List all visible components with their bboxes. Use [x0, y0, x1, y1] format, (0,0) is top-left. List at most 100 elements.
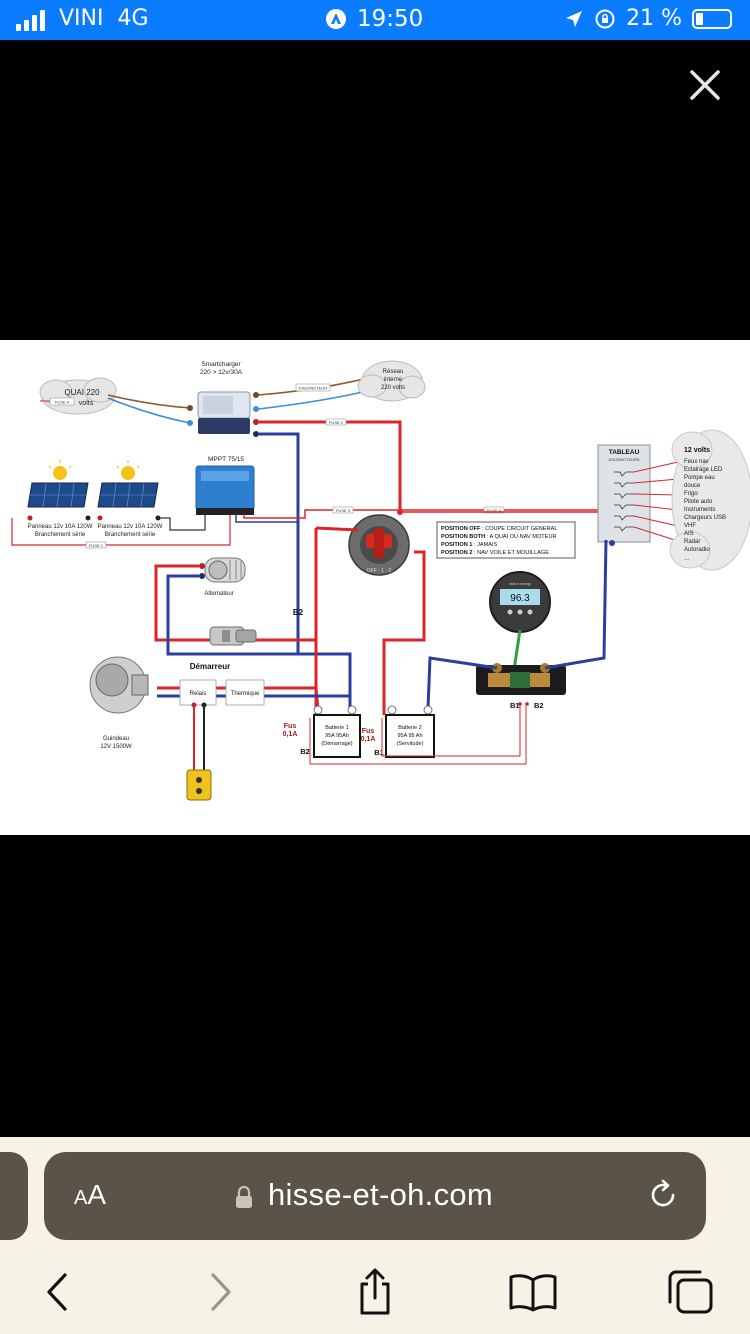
panel2-label-2: Branchement série [105, 532, 156, 538]
mppt-label: MPPT 75/15 [208, 456, 244, 463]
svg-text:POSITION OFF : COUPE CIRCUIT G: POSITION OFF : COUPE CIRCUIT GENERAL [441, 526, 557, 532]
position-legend: POSITION OFF : COUPE CIRCUIT GENERAL POS… [441, 526, 557, 556]
svg-text:(Servitude): (Servitude) [397, 741, 424, 747]
panel1-label-2: Branchement série [35, 532, 86, 538]
chevron-right-icon [211, 1273, 231, 1311]
fuse1-label: FUSE 1 [89, 543, 104, 548]
share-icon [360, 1268, 390, 1315]
svg-text:(Démarrage): (Démarrage) [321, 741, 352, 747]
svg-text:Feux nav: Feux nav [684, 459, 709, 465]
lock-icon [236, 1185, 252, 1208]
smartcharger-label-2: 220 > 12v/30A [200, 369, 243, 376]
mppt-controller [195, 465, 255, 515]
solar-panel-1 [27, 460, 89, 508]
browser-bottom-bar: AA hisse-et-oh.com [0, 1137, 750, 1334]
svg-text:Eclairage LED: Eclairage LED [684, 467, 723, 473]
shunt [476, 663, 566, 695]
tabs-icon [668, 1270, 713, 1314]
fus-right-label: Fus [362, 728, 375, 735]
solar-panel-2 [97, 460, 159, 508]
b1-battery-label: B1 [374, 748, 384, 757]
reader-settings-button[interactable]: AA [74, 1179, 107, 1210]
svg-text:Autoradio: Autoradio [684, 547, 710, 553]
reseau-label-2: interne [384, 377, 403, 383]
address-bar[interactable]: AA hisse-et-oh.com [44, 1152, 706, 1240]
url-domain: hisse-et-oh.com [268, 1177, 494, 1212]
disjoncteur-label: DISJONCTEUR [299, 386, 328, 391]
panel1-label-1: Panneau 12v 10A 120W [28, 524, 93, 530]
circuits-cloud: 12 volts Feux nav Eclairage LED Pompe ea… [669, 429, 750, 571]
windlass [89, 656, 149, 714]
windlass-remote [186, 769, 212, 801]
svg-text:AIS: AIS [684, 531, 694, 537]
b1-shunt-label: B1 [510, 701, 520, 710]
alternateur-label: Alternateur [204, 591, 233, 597]
previous-tab-peek[interactable] [0, 1152, 28, 1240]
svg-text:TABLEAU: TABLEAU [609, 449, 640, 456]
wiring-diagram-image[interactable]: QUAI 220 volts FUSE 4 Smartcharger 220 >… [0, 340, 750, 835]
reseau-label-3: 220 volts [381, 385, 405, 391]
hotspot-icon [326, 9, 346, 29]
fus-right-value: 0,1A [361, 736, 376, 743]
svg-text:Radar: Radar [684, 539, 700, 545]
svg-text:OFF · 1 · 2: OFF · 1 · 2 [367, 568, 392, 574]
back-button[interactable] [33, 1267, 83, 1317]
image-viewer: QUAI 220 volts FUSE 4 Smartcharger 220 >… [0, 40, 750, 1137]
panel2-label-1: Panneau 12v 10A 120W [98, 524, 163, 530]
svg-text:Instruments: Instruments [684, 507, 715, 513]
reseau-cloud: Réseau interne 220 volts [357, 360, 426, 402]
battery-switch: OFF · 1 · 2 [348, 514, 410, 576]
relais-label: Relais [190, 691, 207, 697]
svg-text:POSITION BOTH : A QUAI OU NAV: POSITION BOTH : A QUAI OU NAV MOTEUR [441, 534, 557, 540]
status-bar: VINI 4G 19:50 21 % [0, 0, 750, 40]
bookmarks-button[interactable] [508, 1267, 558, 1317]
fuse2-label: FUSE 2 [329, 420, 344, 425]
cellular-signal-icon [16, 9, 45, 31]
demarreur-label: Démarreur [190, 662, 230, 671]
battery-1: Batterie 1 95A 95Ah (Démarrage) [313, 714, 361, 758]
monitor-brand: victron energy [509, 582, 531, 586]
quai-label: QUAI 220 [64, 388, 100, 397]
tableau-panel: TABLEAU DISJONCTEURS [597, 444, 651, 543]
guindeau-label-1: Guindeau [103, 736, 129, 742]
quai-volts: volts [79, 400, 94, 407]
reload-icon[interactable] [646, 1178, 680, 1212]
book-icon [509, 1274, 557, 1312]
svg-text:Pompe eau: Pompe eau [684, 475, 715, 481]
svg-text:12 volts: 12 volts [684, 447, 710, 454]
svg-text:POSITION 1 : JAMAIS: POSITION 1 : JAMAIS [441, 542, 498, 548]
svg-text:Batterie 2: Batterie 2 [398, 725, 422, 731]
svg-text:...: ... [684, 556, 689, 562]
forward-button[interactable] [195, 1267, 245, 1317]
quai-cloud: QUAI 220 volts [39, 377, 117, 415]
network-type: 4G [117, 6, 149, 31]
status-left: VINI 4G [16, 6, 149, 31]
status-right: 21 % [564, 6, 732, 31]
smartcharger-label-1: Smartcharger [201, 361, 241, 368]
b2-battery-label: B2 [300, 747, 310, 756]
location-arrow-icon [566, 10, 583, 27]
svg-text:95A 95 Ah: 95A 95 Ah [397, 733, 422, 739]
thermique-label: Thermique [231, 691, 260, 697]
monitor-value: 96.3 [510, 593, 530, 604]
svg-text:POSITION 2 : NAV VOILE ET MOUI: POSITION 2 : NAV VOILE ET MOUILLAGE [441, 550, 549, 556]
fus-left-label: Fus [284, 723, 297, 730]
close-icon[interactable] [688, 68, 722, 102]
reseau-label-1: Réseau [383, 369, 404, 375]
svg-text:Chargeurs USB: Chargeurs USB [684, 515, 726, 521]
carrier-name: VINI [59, 6, 104, 31]
fuse4-mid-label: FUSE 4 [487, 508, 502, 513]
status-center: 19:50 [325, 6, 423, 32]
alternator [204, 557, 246, 583]
battery-2: Batterie 2 95A 95 Ah (Servitude) [385, 714, 435, 758]
browser-toolbar [0, 1267, 750, 1317]
svg-text:95A 95Ah: 95A 95Ah [325, 733, 349, 739]
tabs-button[interactable] [665, 1267, 715, 1317]
chevron-left-icon [47, 1273, 67, 1311]
svg-text:VHF: VHF [684, 523, 696, 529]
share-button[interactable] [350, 1267, 400, 1317]
status-time: 19:50 [357, 6, 424, 32]
b2-shunt-label: B2 [534, 701, 544, 710]
wiring-diagram: QUAI 220 volts FUSE 4 Smartcharger 220 >… [11, 360, 750, 801]
svg-text:Pilote auto: Pilote auto [684, 499, 713, 505]
